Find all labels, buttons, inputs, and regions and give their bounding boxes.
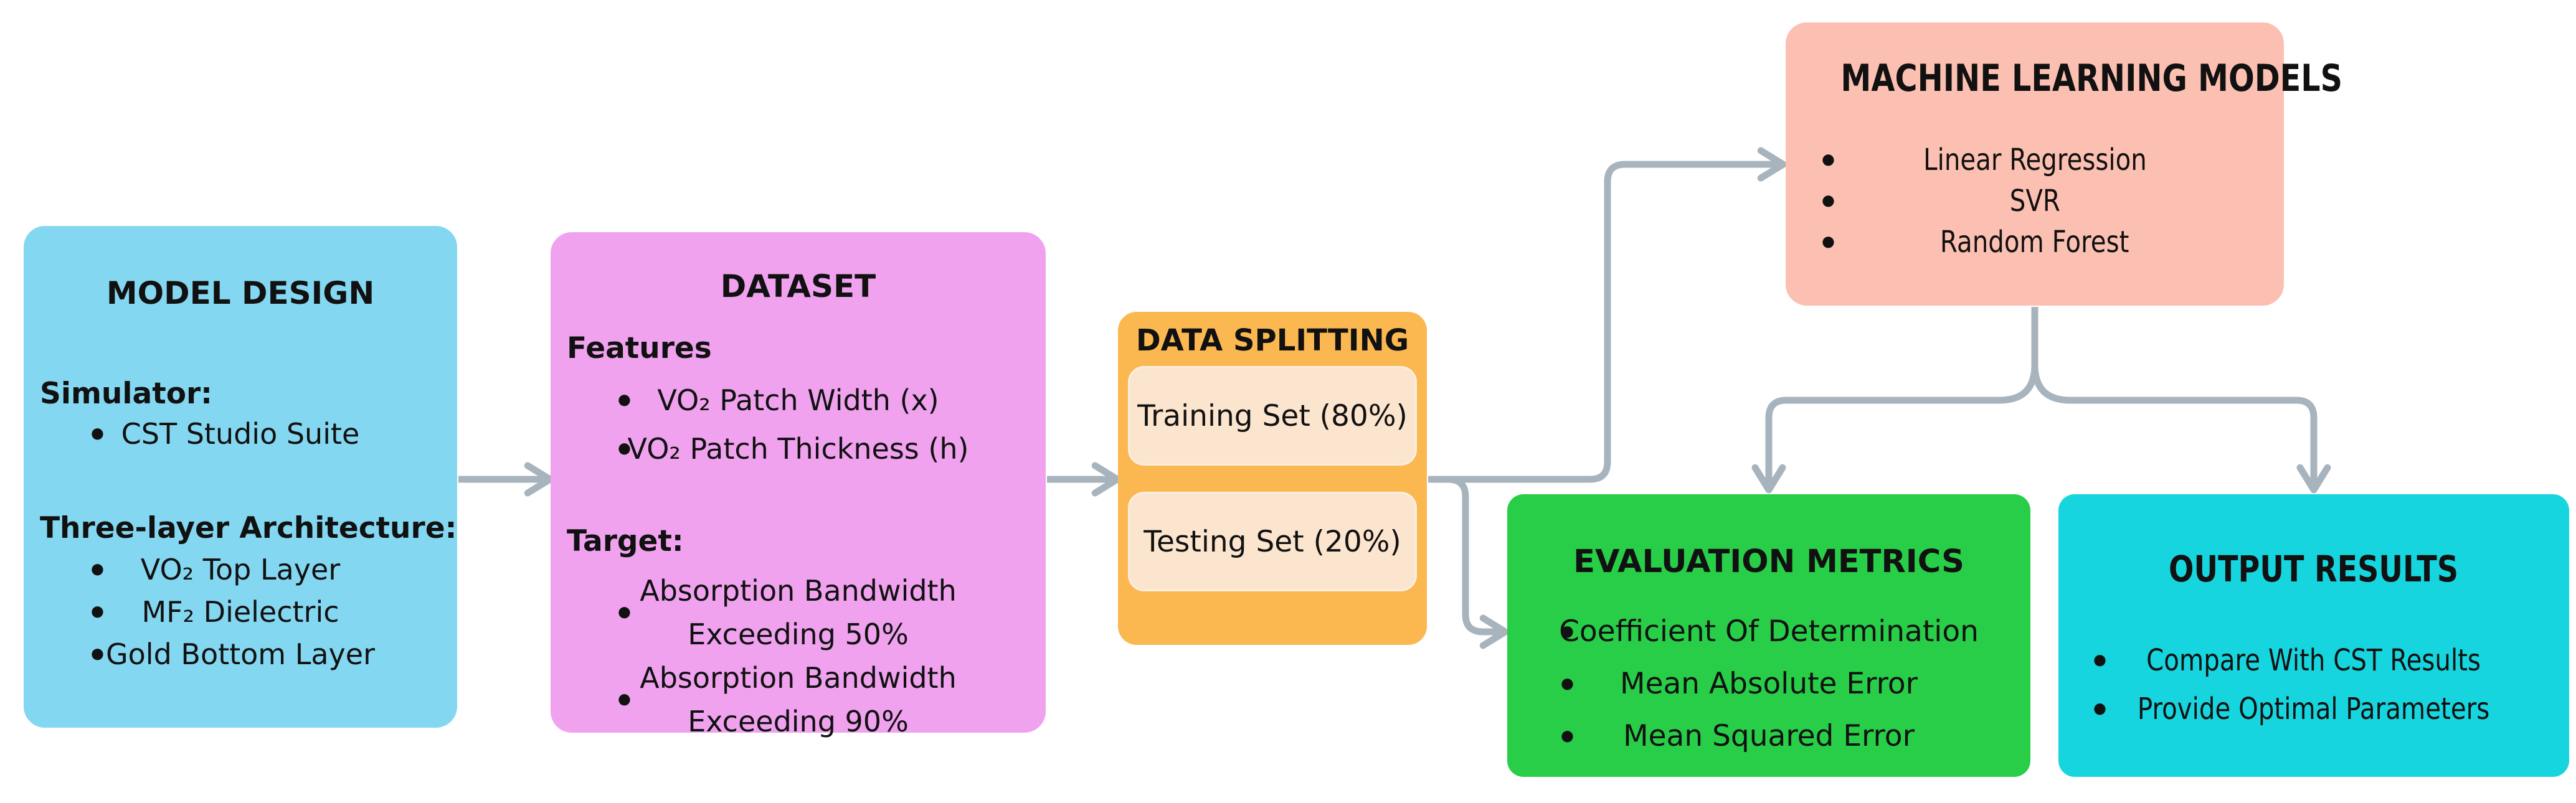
list-item: SVR (1786, 181, 2284, 222)
list-item: Absorption Bandwidth Exceeding 90% (551, 656, 1046, 743)
evaluation-metrics-title: EVALUATION METRICS (1573, 543, 1964, 580)
node-model-design: MODEL DESIGN Simulator: CST Studio Suite… (24, 226, 457, 728)
model-design-title: MODEL DESIGN (106, 275, 375, 311)
testing-set-box: Testing Set (20%) (1128, 492, 1417, 591)
ml-models-list: Linear Regression SVR Random Forest (1786, 139, 2284, 263)
list-item: VO₂ Top Layer (24, 548, 457, 591)
node-dataset: DATASET Features VO₂ Patch Width (x) VO₂… (551, 232, 1046, 738)
list-item: MF₂ Dielectric (24, 591, 457, 633)
list-item: CST Studio Suite (24, 414, 457, 454)
list-item: VO₂ Patch Width (x) (551, 376, 1046, 425)
training-set-label: Training Set (80%) (1137, 398, 1408, 433)
training-set-box: Training Set (80%) (1128, 366, 1417, 466)
list-item: Mean Squared Error (1507, 710, 2030, 763)
list-item: Absorption Bandwidth Exceeding 50% (551, 569, 1046, 656)
output-results-title: OUTPUT RESULTS (2169, 548, 2459, 590)
list-item: Linear Regression (1786, 139, 2284, 181)
simulator-list: CST Studio Suite (24, 414, 457, 454)
arrow-ml-to-output (2031, 364, 2331, 494)
target-heading: Target: (567, 524, 684, 558)
arrow-splitting-to-ml (1428, 147, 1787, 483)
simulator-heading: Simulator: (40, 377, 212, 411)
features-heading: Features (567, 331, 712, 365)
list-item: Compare With CST Results (2058, 636, 2569, 685)
output-results-list: Compare With CST Results Provide Optimal… (2058, 636, 2569, 733)
data-splitting-title: DATA SPLITTING (1135, 323, 1409, 358)
list-item: Coefficient Of Determination (1507, 606, 2030, 658)
dataset-title: DATASET (720, 268, 876, 304)
node-output-results: OUTPUT RESULTS Compare With CST Results … (2058, 494, 2569, 777)
list-item: Provide Optimal Parameters (2058, 685, 2569, 733)
list-item: Mean Absolute Error (1507, 658, 2030, 710)
node-evaluation-metrics: EVALUATION METRICS Coefficient Of Determ… (1507, 494, 2030, 777)
target-list: Absorption Bandwidth Exceeding 50% Absor… (551, 569, 1046, 743)
testing-set-label: Testing Set (20%) (1144, 524, 1401, 559)
architecture-list: VO₂ Top Layer MF₂ Dielectric Gold Bottom… (24, 548, 457, 675)
ml-models-title: MACHINE LEARNING MODELS (1840, 57, 2343, 100)
list-item: Gold Bottom Layer (24, 633, 457, 675)
list-item: Random Forest (1786, 222, 2284, 263)
evaluation-metrics-list: Coefficient Of Determination Mean Absolu… (1507, 606, 2030, 763)
arrow-splitting-to-evaluation (1447, 476, 1509, 649)
arrow-ml-to-evaluation (1751, 364, 2039, 494)
node-ml-models: MACHINE LEARNING MODELS Linear Regressio… (1786, 22, 2343, 306)
node-data-splitting: DATA SPLITTING Training Set (80%) Testin… (1118, 312, 1427, 645)
features-list: VO₂ Patch Width (x) VO₂ Patch Thickness … (551, 376, 1046, 473)
architecture-heading: Three-layer Architecture: (40, 511, 457, 545)
list-item: VO₂ Patch Thickness (h) (551, 425, 1046, 473)
